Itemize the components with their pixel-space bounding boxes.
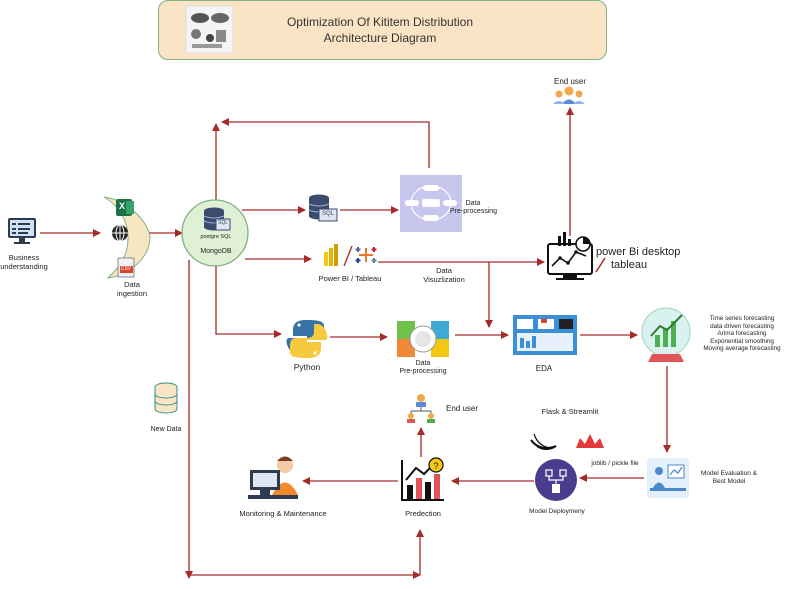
postgres-label: postgre SQL (200, 234, 232, 240)
model-eval-line1: Model Evaluation & (700, 470, 757, 477)
preprocessing-cycle-icon (400, 175, 462, 232)
preprocessing-puzzle-icon (397, 321, 449, 357)
powerbi-desktop-line2: tableau (611, 259, 648, 272)
mongodb-node (181, 199, 249, 267)
flask-icon (530, 433, 557, 450)
business-understanding-label: Business understanding (0, 253, 54, 271)
title-line-1: Optimization Of Kititem Distribution (286, 15, 474, 29)
business-understanding-icon (8, 218, 36, 244)
powerbi-desktop-line1: power Bi desktop (596, 246, 681, 258)
forecast-method-3: Arima forecasting (717, 330, 767, 338)
model-deployment-icon (535, 459, 577, 501)
joblib-label: joblib / pickle file (591, 460, 639, 467)
forecast-method-1: Time series forecasting (709, 315, 775, 322)
forecast-method-4: Exponential smoothing (710, 337, 774, 345)
data-preprocessing-top-label: Data Pre-processing (450, 200, 498, 217)
end-user-hierarchy-icon (407, 394, 435, 423)
model-eval-line2: Best Model (712, 477, 746, 485)
title-line-2: Architecture Diagram (323, 31, 437, 46)
csv-icon (117, 257, 135, 278)
forecast-method-2: data driven forecasting (710, 322, 774, 330)
preprocessing-top-line2: Pre-processing (450, 208, 498, 216)
monitoring-person-icon (248, 456, 298, 499)
globe-icon (112, 224, 128, 242)
prediction-label: Predection (405, 509, 441, 518)
forecast-crystal-ball-icon (641, 307, 691, 362)
connectors (40, 107, 671, 579)
dashboard-icon (547, 232, 606, 280)
tableau-icon (355, 247, 377, 263)
end-user-group-icon (553, 86, 585, 104)
preprocessing-top-line1: Data (465, 200, 481, 207)
powerbi-icon (324, 244, 353, 267)
monitoring-label: Monitoring & Maintenance (239, 509, 327, 518)
mongodb-label: MongoDB (200, 248, 232, 255)
diagram-title: Optimization Of Kititem Distribution Arc… (240, 14, 520, 46)
ingestion-label-line1: Data (124, 280, 140, 289)
eda-monitor-icon (513, 315, 577, 355)
visualization-line1: Data (436, 266, 452, 275)
sql-icon-text: SQL (217, 220, 228, 226)
ingestion-label-line2: ingestion (116, 289, 148, 298)
preprocessing-mid-line2: Pre-processing (399, 368, 447, 376)
flask-streamlit-label: Flask & Streamlit (541, 407, 599, 416)
excel-icon-text: X (118, 201, 125, 211)
prediction-chart-icon: ? (401, 457, 444, 501)
excel-icon (116, 199, 134, 216)
database-icon (203, 207, 231, 231)
data-preprocessing-mid-label: Data Pre-processing (395, 360, 451, 377)
preprocessing-mid-line1: Data (415, 360, 431, 367)
ingestion-shape (103, 196, 151, 279)
data-visualization-label: Data Visuzlization (418, 266, 470, 284)
svg-text:?: ? (433, 461, 438, 471)
business-label-line1: Business (8, 253, 40, 262)
python-icon (286, 320, 328, 358)
forecast-method-5: Moving average forecasting (703, 345, 781, 353)
new-data-cylinder-icon (154, 382, 178, 414)
streamlit-crown-icon (576, 434, 604, 448)
data-ingestion-label: Data ingestion (112, 280, 152, 298)
new-data-label: New Data (150, 426, 182, 433)
end-user-top-label: End user (553, 77, 587, 86)
title-thumbnail-icon (185, 5, 234, 54)
model-evaluation-label: Model Evaluation & Best Model (693, 470, 765, 486)
business-label-line2: understanding (0, 262, 48, 271)
powerbi-desktop-label: power Bi desktop tableau (596, 246, 696, 272)
sql-database-icon (308, 194, 338, 222)
sql-db-icon-text: SQL (321, 211, 334, 217)
model-deployment-label: Model Deploymeny (529, 508, 585, 515)
model-evaluation-icon (647, 458, 689, 498)
python-label: Python (293, 362, 321, 372)
powerbi-tableau-label: Power BI / Tableau (318, 274, 382, 283)
end-user-bottom-label: End user (445, 404, 479, 413)
forecasting-methods-list: Time series forecasting data driven fore… (694, 315, 790, 353)
eda-label: EDA (535, 364, 553, 373)
visualization-line2: Visuzlization (423, 275, 465, 284)
csv-icon-text: CSV (120, 266, 132, 272)
